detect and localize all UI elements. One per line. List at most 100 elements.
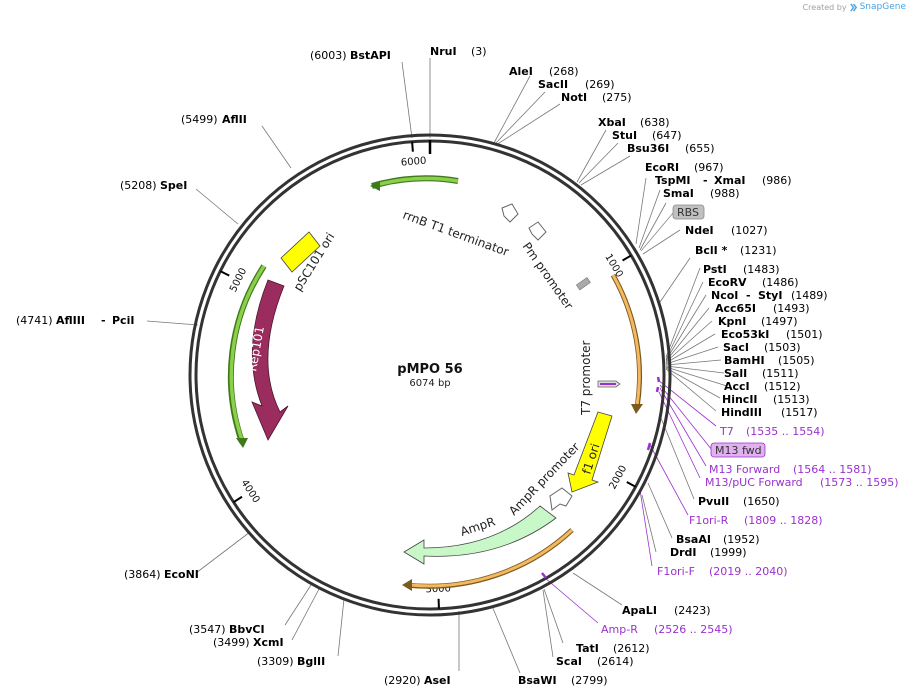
svg-text:SacII: SacII bbox=[538, 78, 568, 91]
svg-text:AleI: AleI bbox=[509, 65, 533, 78]
svg-text:TatI: TatI bbox=[576, 642, 599, 655]
svg-text:(1231): (1231) bbox=[740, 244, 777, 257]
svg-text:DrdI: DrdI bbox=[670, 546, 697, 559]
svg-text:(5499): (5499) bbox=[181, 113, 218, 126]
svg-text:(1027): (1027) bbox=[731, 224, 768, 237]
svg-text:StyI: StyI bbox=[758, 289, 782, 302]
enzyme-labels-right: NruI(3) AleI(268) SacII(269) NotI(275) X… bbox=[430, 45, 828, 687]
svg-text:SalI: SalI bbox=[724, 367, 747, 380]
enzyme-spei: (5208)SpeI bbox=[120, 179, 187, 192]
orange-bottom-arrowhead bbox=[402, 579, 412, 591]
svg-text:(3864): (3864) bbox=[124, 568, 161, 581]
enzyme-saci: SacI (1503) bbox=[723, 341, 801, 354]
enzyme-pvuii: PvuII(1650) bbox=[698, 495, 780, 508]
svg-text:(1535 .. 1554): (1535 .. 1554) bbox=[746, 425, 825, 438]
enzyme-afliii-pcii: (4741)AflIII- PciI bbox=[16, 314, 134, 327]
enzyme-hindiii: HindIII(1517) bbox=[721, 406, 818, 419]
svg-text:(268): (268) bbox=[549, 65, 579, 78]
svg-text:EcoNI: EcoNI bbox=[164, 568, 199, 581]
svg-text:EcoRI: EcoRI bbox=[645, 161, 679, 174]
enzyme-connector-lines bbox=[146, 58, 728, 674]
pm-promoter-arrow-icon bbox=[528, 221, 547, 241]
snapgene-credit: Created by SnapGene bbox=[803, 2, 906, 12]
svg-text:(2612): (2612) bbox=[613, 642, 650, 655]
svg-text:NdeI: NdeI bbox=[685, 224, 714, 237]
svg-text:NruI: NruI bbox=[430, 45, 457, 58]
pm-promoter-label: Pm promoter bbox=[520, 240, 576, 312]
svg-text:(3547): (3547) bbox=[189, 623, 226, 636]
primer-labels: T7(1535 .. 1554) M13 Forward(1564 .. 158… bbox=[601, 425, 899, 636]
enzyme-bcli: BclI * (1231) bbox=[695, 244, 777, 257]
rbs-label-box: RBS bbox=[672, 204, 705, 220]
svg-text:(1503): (1503) bbox=[764, 341, 801, 354]
primer-amp-r: Amp-R(2526 .. 2545) bbox=[601, 623, 733, 636]
svg-text:AflII: AflII bbox=[222, 113, 247, 126]
enzyme-scai: ScaI(2614) bbox=[556, 655, 634, 668]
ampr-label: AmpR bbox=[459, 514, 497, 538]
svg-text:T7: T7 bbox=[719, 425, 734, 438]
primer-t7: T7 (1535 .. 1554) bbox=[719, 425, 825, 438]
backbone-outer bbox=[188, 133, 672, 617]
svg-text:(967): (967) bbox=[694, 161, 724, 174]
enzyme-hincii: HincII (1513) bbox=[722, 393, 810, 406]
tick-6000 bbox=[411, 141, 414, 152]
svg-text:Bsu36I: Bsu36I bbox=[627, 142, 669, 155]
tick-label-5000: 5000 bbox=[228, 266, 249, 294]
orange-right-arrowhead bbox=[631, 404, 643, 414]
svg-text:(2526 .. 2545): (2526 .. 2545) bbox=[654, 623, 733, 636]
enzyme-bstapi: (6003)BstAPI bbox=[310, 49, 391, 62]
primer-f1ori-r: F1ori-R(1809 .. 1828) bbox=[689, 514, 823, 527]
enzyme-sacii: SacII(269) bbox=[538, 78, 615, 91]
enzyme-alei: AleI (268) bbox=[509, 65, 579, 78]
svg-text:(988): (988) bbox=[710, 187, 740, 200]
svg-text:(1489): (1489) bbox=[791, 289, 828, 302]
svg-text:BamHI: BamHI bbox=[724, 354, 765, 367]
svg-text:(2614): (2614) bbox=[597, 655, 634, 668]
svg-text:HincII: HincII bbox=[722, 393, 758, 406]
svg-text:(1483): (1483) bbox=[743, 263, 780, 276]
feature-rrnb-arc-fill bbox=[375, 176, 459, 187]
svg-text:(1564 .. 1581): (1564 .. 1581) bbox=[793, 463, 872, 476]
svg-text:BbvCI: BbvCI bbox=[229, 623, 265, 636]
svg-text:BsaAI: BsaAI bbox=[676, 533, 711, 546]
tick-label-4000: 4000 bbox=[238, 478, 261, 505]
rrnb-promoter-arrow-icon bbox=[501, 203, 519, 223]
rbs-label: RBS bbox=[677, 206, 699, 219]
svg-text:(1493): (1493) bbox=[773, 302, 810, 315]
svg-text:SacI: SacI bbox=[723, 341, 749, 354]
enzyme-econi: (3864)EcoNI bbox=[124, 568, 199, 581]
enzyme-ecorv: EcoRV(1486) bbox=[708, 276, 799, 289]
svg-text:TspMI: TspMI bbox=[655, 174, 691, 187]
enzyme-smai: SmaI(988) bbox=[663, 187, 740, 200]
svg-text:(2423): (2423) bbox=[674, 604, 711, 617]
svg-text:(1513): (1513) bbox=[773, 393, 810, 406]
enzyme-acc65i: Acc65I(1493) bbox=[715, 302, 810, 315]
svg-text:Eco53kI: Eco53kI bbox=[721, 328, 769, 341]
enzyme-apali: ApaLI(2423) bbox=[622, 604, 711, 617]
svg-text:(2799): (2799) bbox=[571, 674, 608, 687]
svg-text:(1809 .. 1828): (1809 .. 1828) bbox=[744, 514, 823, 527]
enzyme-stui: StuI(647) bbox=[612, 129, 682, 142]
svg-text:BstAPI: BstAPI bbox=[350, 49, 391, 62]
credit-prefix: Created by bbox=[802, 2, 847, 12]
enzyme-tati: TatI (2612) bbox=[576, 642, 650, 655]
svg-text:BclI *: BclI * bbox=[695, 244, 728, 257]
feature-orange-arc-bottom-fill bbox=[409, 528, 574, 588]
plasmid-size: 6074 bp bbox=[409, 378, 451, 389]
feature-psc101-ori bbox=[280, 231, 321, 273]
enzyme-bsawi: BsaWI(2799) bbox=[518, 674, 608, 687]
svg-text:PstI: PstI bbox=[703, 263, 727, 276]
enzyme-noti: NotI(275) bbox=[561, 91, 632, 104]
feature-green-arc-left-fill bbox=[229, 265, 266, 441]
enzyme-drdi: DrdI(1999) bbox=[670, 546, 747, 559]
feature-orange-arc-right-fill bbox=[611, 274, 641, 407]
tick-5000 bbox=[219, 270, 230, 277]
svg-text:(4741): (4741) bbox=[16, 314, 53, 327]
primer-m13-puc-forward: M13/pUC Forward(1573 .. 1595) bbox=[705, 476, 899, 489]
svg-text:StuI: StuI bbox=[612, 129, 637, 142]
svg-text:AflIII: AflIII bbox=[56, 314, 85, 327]
svg-text:(3): (3) bbox=[471, 45, 487, 58]
svg-text:PciI: PciI bbox=[112, 314, 134, 327]
svg-text:-: - bbox=[746, 289, 751, 302]
